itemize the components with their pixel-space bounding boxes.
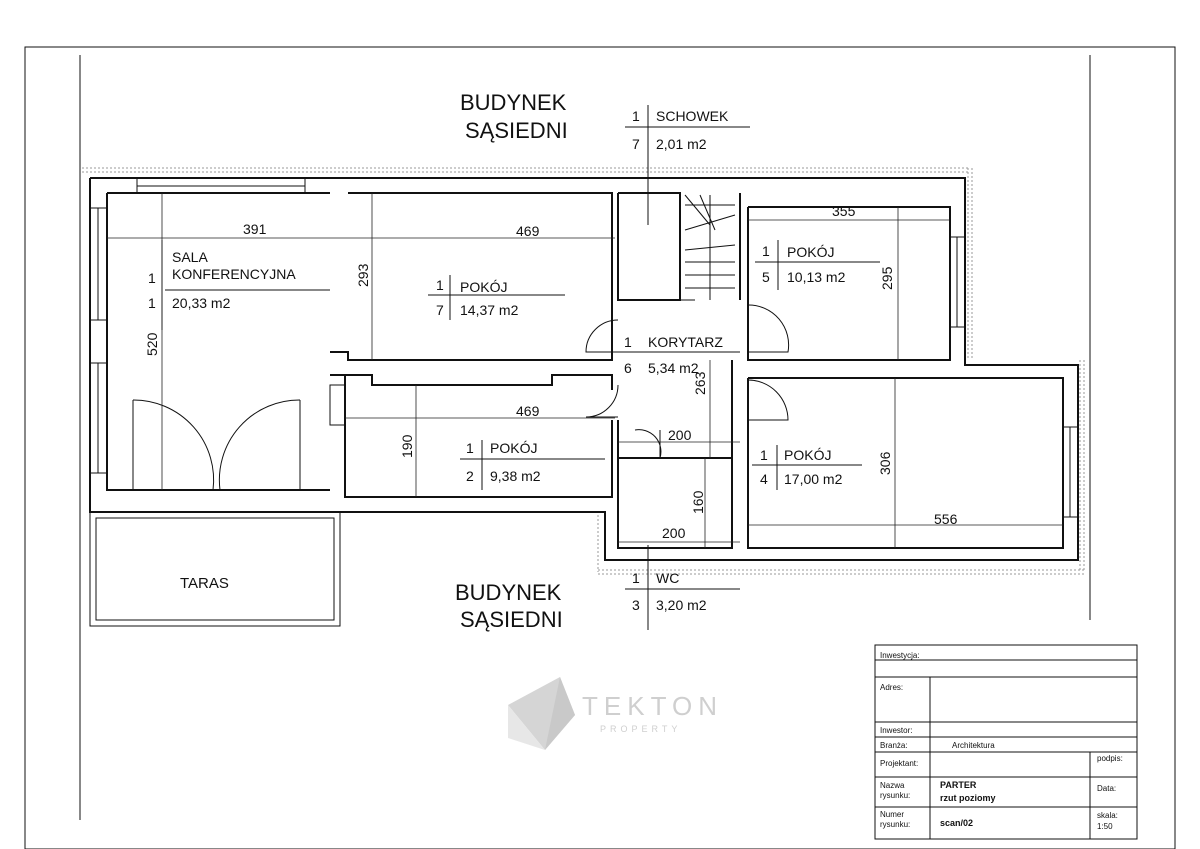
room-area: 10,13 m2 (787, 269, 846, 285)
doors (132, 299, 790, 491)
room-pokoj2: 1 POKÓJ 2 9,38 m2 (460, 440, 605, 490)
room-pokoj4: 1 POKÓJ 4 17,00 m2 (752, 445, 862, 490)
tb-inwestycja-label: Inwestycja: (880, 651, 920, 660)
tb-numer-label-2: rysunku: (880, 820, 910, 829)
room-number: 3 (632, 597, 640, 613)
watermark-logo (508, 677, 575, 750)
neighbour-label-bottom-1: BUDYNEK (455, 580, 562, 605)
tb-nazwa-label-2: rysunku: (880, 791, 910, 800)
neighbour-label-top-1: BUDYNEK (460, 90, 567, 115)
room-name: WC (656, 570, 679, 586)
tb-data-label: Data: (1097, 784, 1116, 793)
room-number: 7 (632, 136, 640, 152)
room-area: 5,34 m2 (648, 360, 699, 376)
windows (89, 177, 1079, 518)
dim-200-top: 200 (668, 427, 692, 443)
room-number: 1 (148, 295, 156, 311)
neighbour-label-bottom-2: SĄSIEDNI (460, 607, 563, 632)
room-name: KORYTARZ (648, 334, 723, 350)
room-name: POKÓJ (460, 279, 507, 295)
tb-inwestor-label: Inwestor: (880, 726, 912, 735)
room-level: 1 (632, 108, 640, 124)
taras-outline (89, 511, 341, 627)
tb-nazwa-label-1: Nazwa (880, 781, 905, 790)
tb-numer-label-1: Numer (880, 810, 904, 819)
room-number: 4 (760, 471, 768, 487)
title-block: Inwestycja: Adres: Inwestor: Branża: Arc… (874, 644, 1138, 840)
dim-306: 306 (877, 451, 893, 475)
room-name: POKÓJ (490, 440, 537, 456)
room-pokoj7: 1 POKÓJ 7 14,37 m2 (428, 275, 565, 320)
room-number: 2 (466, 468, 474, 484)
room-name: POKÓJ (784, 447, 831, 463)
room-name: SCHOWEK (656, 108, 729, 124)
room-level: 1 (624, 334, 632, 350)
outer-walls (89, 177, 1079, 561)
tb-numer-value: scan/02 (940, 818, 973, 828)
stairs (684, 194, 736, 300)
room-number: 5 (762, 269, 770, 285)
dim-295: 295 (879, 266, 895, 290)
tb-podpis-label: podpis: (1097, 754, 1123, 763)
dim-520: 520 (144, 332, 160, 356)
tb-adres-label: Adres: (880, 683, 903, 692)
dim-190: 190 (399, 434, 415, 458)
room-level: 1 (632, 570, 640, 586)
room-area: 20,33 m2 (172, 295, 231, 311)
room-pokoj5: 1 POKÓJ 5 10,13 m2 (755, 240, 880, 290)
room-schowek: 1 SCHOWEK 7 2,01 m2 (625, 105, 750, 225)
tb-skala-label: skala: (1097, 811, 1118, 820)
room-name: KONFERENCYJNA (172, 266, 296, 282)
tb-branza-value: Architektura (952, 741, 995, 750)
room-wc: 1 WC 3 3,20 m2 (625, 545, 740, 630)
room-area: 3,20 m2 (656, 597, 707, 613)
room-level: 1 (148, 270, 156, 286)
tb-nazwa-value-1: PARTER (940, 780, 977, 790)
tb-nazwa-value-2: rzut poziomy (940, 793, 996, 803)
room-area: 2,01 m2 (656, 136, 707, 152)
room-area: 14,37 m2 (460, 302, 519, 318)
tb-branza-label: Branża: (880, 741, 908, 750)
taras-label: TARAS (180, 575, 229, 592)
room-level: 1 (436, 277, 444, 293)
watermark-brand: TEKTON (582, 691, 723, 721)
room-name: POKÓJ (787, 244, 834, 260)
room-area: 9,38 m2 (490, 468, 541, 484)
room-number: 7 (436, 302, 444, 318)
neighbour-label-top-2: SĄSIEDNI (465, 118, 568, 143)
tb-projektant-label: Projektant: (880, 759, 918, 768)
drawing-frame (24, 46, 1176, 849)
dimensions: 391 469 355 293 295 520 469 190 263 200 … (107, 193, 1063, 548)
room-number: 6 (624, 360, 632, 376)
watermark-sub: PROPERTY (600, 724, 681, 734)
tb-skala-value: 1:50 (1097, 822, 1113, 831)
dim-469-top: 469 (516, 223, 540, 239)
neighbour-hatch-top (82, 167, 1085, 575)
dim-263: 263 (692, 371, 708, 395)
dim-469-bottom: 469 (516, 403, 540, 419)
dim-556: 556 (934, 511, 958, 527)
dim-160: 160 (690, 490, 706, 514)
room-level: 1 (760, 447, 768, 463)
room-level: 1 (466, 440, 474, 456)
dim-293: 293 (355, 263, 371, 287)
dim-355: 355 (832, 203, 856, 219)
dim-200-bottom: 200 (662, 525, 686, 541)
room-name: SALA (172, 249, 208, 265)
room-korytarz: 1 KORYTARZ 6 5,34 m2 (618, 334, 740, 376)
dim-391: 391 (243, 221, 267, 237)
room-level: 1 (762, 243, 770, 259)
room-sala: 1 SALA KONFERENCYJNA 1 20,33 m2 (148, 240, 330, 330)
room-area: 17,00 m2 (784, 471, 843, 487)
